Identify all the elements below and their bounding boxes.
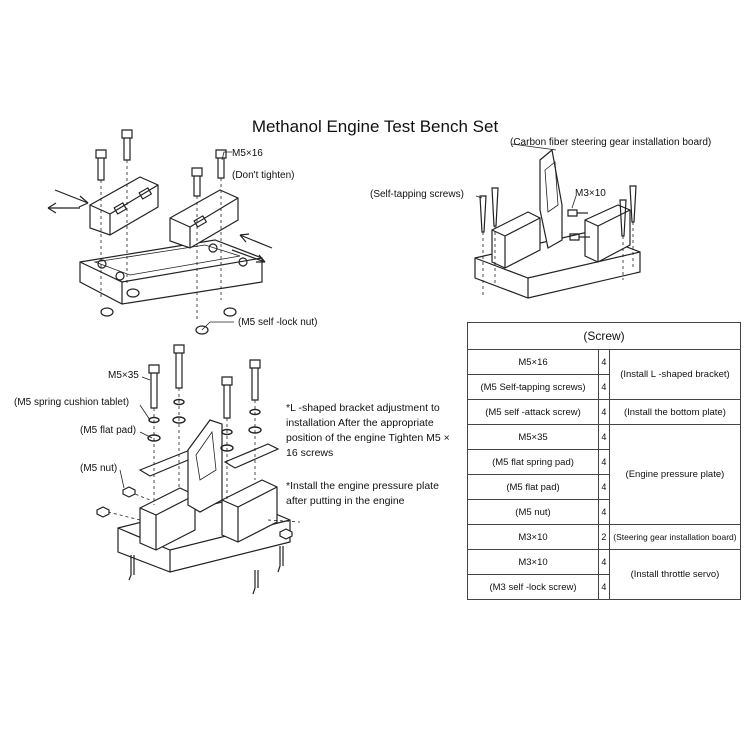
- table-cell-part: M5×16: [467, 349, 599, 375]
- table-cell-use: (Install throttle servo): [608, 549, 742, 600]
- page-title: Methanol Engine Test Bench Set: [251, 117, 499, 136]
- table-row: (M3 self -lock screw) 4: [467, 574, 741, 600]
- table-row: M5×35 4 (Engine pressure plate): [467, 424, 742, 525]
- table-cell-use: (Install L -shaped bracket): [608, 349, 742, 400]
- table-row: M3×10 2 (Steering gear installation boar…: [467, 524, 742, 550]
- table-cell-qty: 4: [597, 499, 610, 525]
- table-header-row: (Screw): [467, 322, 741, 350]
- table-cell-part: (M5 self -attack screw): [467, 399, 599, 425]
- table-row: M3×10 4 (Install throttle servo): [467, 549, 742, 600]
- table-cell-qty: 4: [597, 549, 610, 575]
- d3-nut-label: (M5 nut): [80, 463, 118, 474]
- table-header: (Screw): [467, 322, 741, 350]
- d2-self-tap-label: (Self-tapping screws): [370, 189, 464, 200]
- table-cell-qty: 4: [597, 449, 610, 475]
- table-cell-qty: 4: [597, 374, 610, 400]
- table-row: (M5 flat pad) 4: [467, 474, 741, 500]
- d1-screw-label: M5×16: [232, 148, 263, 159]
- screw-icon: [96, 130, 226, 196]
- nut-icon: [97, 487, 292, 539]
- table-cell-qty: 4: [597, 474, 610, 500]
- table-cell-part: (M5 flat pad): [467, 474, 599, 500]
- table-cell-qty: 4: [597, 399, 610, 425]
- table-cell-part: M3×10: [467, 524, 599, 550]
- d3-spring-label: (M5 spring cushion tablet): [14, 397, 130, 408]
- table-cell-qty: 4: [597, 574, 610, 600]
- note-bracket-adjustment: *L -shaped bracket adjustment to install…: [286, 402, 450, 459]
- d1-nut-label: (M5 self -lock nut): [238, 317, 318, 328]
- table-cell-part: (M5 Self-tapping screws): [467, 374, 599, 400]
- d2-m3-label: M3×10: [575, 188, 606, 199]
- screw-icon: [480, 186, 636, 236]
- table-cell-part: M5×35: [467, 424, 599, 450]
- nut-icon: [101, 289, 236, 334]
- table-row: (M5 flat spring pad) 4: [467, 449, 741, 475]
- d2-board-label: (Carbon fiber steering gear installation…: [510, 137, 712, 148]
- table-row: M5×16 4 (Install L -shaped bracket): [467, 349, 742, 400]
- note-pressure-plate: *Install the engine pressure plate after…: [286, 480, 439, 507]
- table-cell-part: M3×10: [467, 549, 599, 575]
- d3-m5x35-label: M5×35: [108, 370, 139, 381]
- table-row: (M5 nut) 4: [467, 499, 741, 525]
- table-cell-use: (Install the bottom plate): [608, 399, 742, 425]
- table-cell-qty: 2: [597, 524, 610, 550]
- diagram-3-pressure-plate-assembly: [97, 345, 300, 594]
- table-cell-part: (M5 flat spring pad): [467, 449, 599, 475]
- diagram-2-servo-board-assembly: [475, 144, 640, 298]
- table-cell-use: (Engine pressure plate): [608, 424, 742, 525]
- table-cell-qty: 4: [597, 424, 610, 450]
- d3-flat-label: (M5 flat pad): [80, 425, 137, 436]
- table-row: (M5 self -attack screw) 4 (Install the b…: [467, 399, 742, 425]
- table-cell-use: (Steering gear installation board): [608, 524, 742, 550]
- table-cell-qty: 4: [597, 349, 610, 375]
- table-cell-part: (M5 nut): [467, 499, 599, 525]
- table-row: (M5 Self-tapping screws) 4: [467, 374, 741, 400]
- screw-table: (Screw) M5×16 4 (Install L -shaped brack…: [467, 322, 742, 600]
- screw-icon: [149, 345, 260, 418]
- d1-screw-note: (Don't tighten): [232, 170, 295, 181]
- table-cell-part: (M3 self -lock screw): [467, 574, 599, 600]
- diagram-1-bracket-assembly: [48, 130, 272, 334]
